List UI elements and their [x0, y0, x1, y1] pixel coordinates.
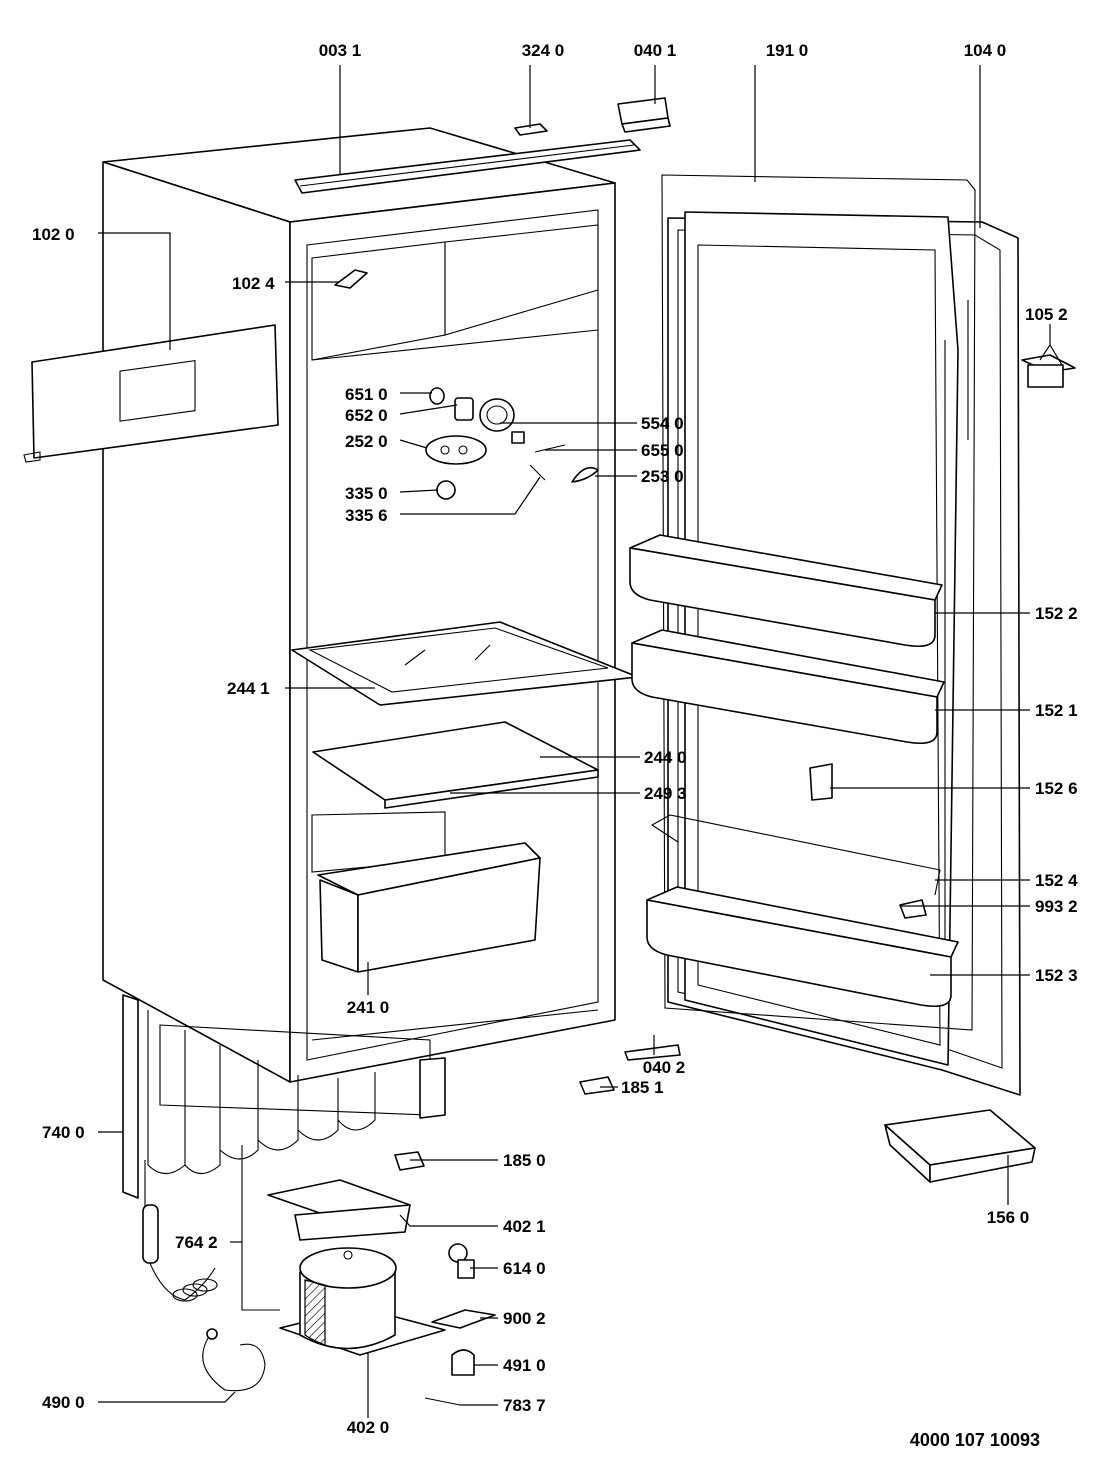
- label-part-7642: 764 2: [175, 1233, 218, 1252]
- condenser-part: [122, 994, 446, 1199]
- label-part-2530: 253 0: [641, 467, 684, 486]
- thermostat-components: [425, 387, 599, 500]
- label-part-0031: 003 1: [319, 41, 362, 60]
- label-part-6140: 614 0: [503, 1259, 546, 1278]
- electrical-parts: [394, 1044, 681, 1406]
- door-drawing: [667, 211, 1021, 1096]
- label-part-1024: 102 4: [232, 274, 275, 293]
- label-part-6550: 655 0: [641, 441, 684, 460]
- label-part-2441: 244 1: [227, 679, 270, 698]
- label-part-7837: 783 7: [503, 1396, 546, 1415]
- label-part-4021: 402 1: [503, 1217, 546, 1236]
- label-part-1020: 102 0: [32, 225, 75, 244]
- label-part-6510: 651 0: [345, 385, 388, 404]
- leader-lines: [98, 65, 1063, 1418]
- label-part-1522: 152 2: [1035, 604, 1078, 623]
- bottle-retainer-part: [650, 814, 941, 896]
- label-part-1850: 185 0: [503, 1151, 546, 1170]
- label-part-9932: 993 2: [1035, 897, 1078, 916]
- clip-part: [514, 123, 548, 136]
- crisper-cover-part: [312, 721, 599, 809]
- label-part-7400: 740 0: [42, 1123, 85, 1142]
- label-part-0402: 040 2: [643, 1058, 686, 1077]
- label-part-1851: 185 1: [621, 1078, 664, 1097]
- label-part-2440: 244 0: [644, 748, 687, 767]
- bin-clip-part: [809, 763, 833, 801]
- label-part-5540: 554 0: [641, 414, 684, 433]
- bracket-top-part: [617, 97, 671, 133]
- label-part-1524: 152 4: [1035, 871, 1078, 890]
- compressor-tray-part: [267, 1179, 411, 1241]
- label-part-6520: 652 0: [345, 406, 388, 425]
- label-part-4020: 402 0: [347, 1418, 390, 1437]
- label-part-1560: 156 0: [987, 1208, 1030, 1227]
- door-bin-bottom-part: [646, 886, 959, 1008]
- label-part-1523: 152 3: [1035, 966, 1078, 985]
- label-part-4900: 490 0: [42, 1393, 85, 1412]
- sensor-part: [899, 899, 927, 919]
- label-part-3356: 335 6: [345, 506, 388, 525]
- capillary-part: [142, 1145, 280, 1311]
- door-bin-top-part: [629, 534, 943, 648]
- crisper-drawer-part: [317, 842, 541, 973]
- label-part-1052: 105 2: [1025, 305, 1068, 324]
- door-gasket-part: [661, 174, 976, 1031]
- door-bin-middle-part: [631, 629, 945, 745]
- label-part-1526: 152 6: [1035, 779, 1078, 798]
- label-part-2410: 241 0: [347, 998, 390, 1017]
- part-labels: 003 1 324 0 040 1 191 0 104 0 102 0 102 …: [32, 41, 1078, 1450]
- label-part-2493: 249 3: [644, 784, 687, 803]
- label-part-0401: 040 1: [634, 41, 677, 60]
- label-part-1040: 104 0: [964, 41, 1007, 60]
- label-part-1521: 152 1: [1035, 701, 1078, 720]
- document-number: 4000 107 10093: [910, 1430, 1040, 1450]
- label-part-4910: 491 0: [503, 1356, 546, 1375]
- label-part-3240: 324 0: [522, 41, 565, 60]
- ice-tray-part: [884, 1109, 1036, 1183]
- compressor-part: [279, 1247, 446, 1356]
- power-cord-part: [202, 1328, 266, 1392]
- small-part-1024: [334, 269, 368, 289]
- freezer-door-part: [23, 324, 279, 463]
- glass-shelf-part: [291, 621, 639, 706]
- label-part-2520: 252 0: [345, 432, 388, 451]
- label-part-9002: 900 2: [503, 1309, 546, 1328]
- top-trim-part: [294, 139, 641, 194]
- label-part-3350: 335 0: [345, 484, 388, 503]
- hinge-part: [1021, 354, 1076, 388]
- label-part-1910: 191 0: [766, 41, 809, 60]
